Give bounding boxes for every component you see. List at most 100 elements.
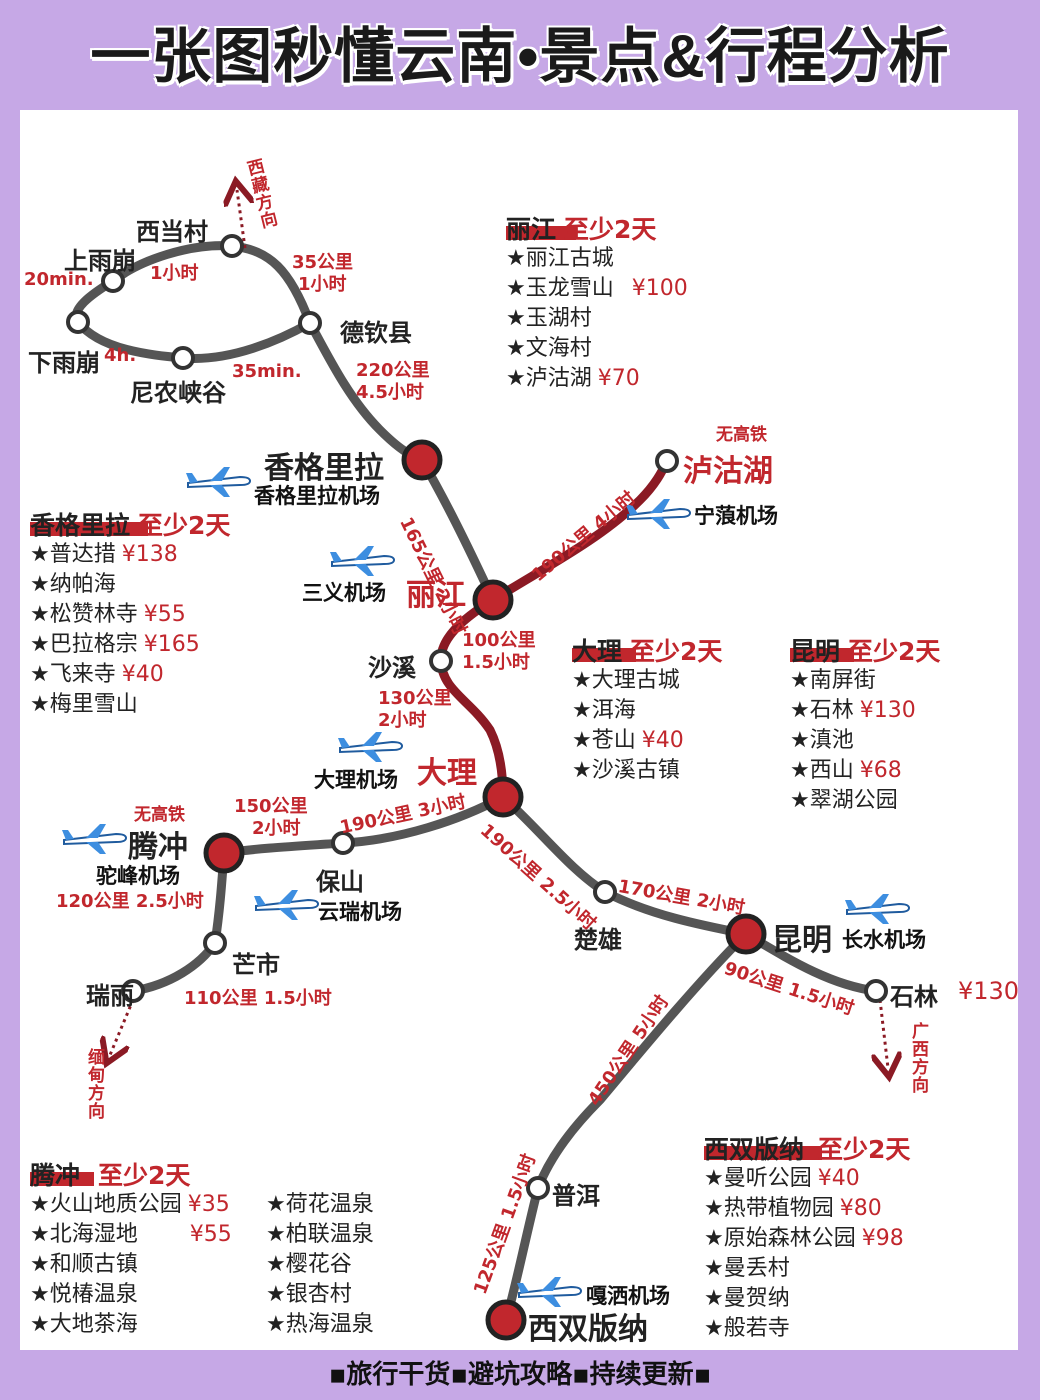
node-chuxiong [593, 880, 617, 904]
label-xidangcun: 西当村 [136, 218, 208, 246]
arrow-to-tibet [237, 190, 245, 249]
node-banna [485, 1299, 527, 1341]
list-item: ★热带植物园¥80 [704, 1196, 882, 1221]
list-item: ★北海湿地¥55 [30, 1222, 232, 1247]
list-item: ★苍山¥40 [572, 728, 684, 753]
node-dali [482, 776, 524, 818]
card-header: 大理至少2天 [572, 632, 722, 666]
list-item: ★飞来寺¥40 [30, 662, 164, 687]
label-deqin: 德钦县 [340, 319, 412, 347]
list-item: ★西山¥68 [790, 758, 902, 783]
list-item: ★石林¥130 [790, 698, 916, 723]
dist-lijiang-shaxi-time: 1.5小时 [462, 652, 530, 673]
label-kunming: 昆明 [772, 923, 832, 958]
card-city: 西双版纳 [704, 1135, 805, 1164]
label-luguhu: 泸沽湖 [683, 454, 773, 489]
airport-gasa: 嘎洒机场 [586, 1284, 670, 1308]
title-sub: 景点&行程分析 [539, 23, 950, 90]
node-xiayubeng [66, 310, 90, 334]
list-item: ★原始森林公园¥98 [704, 1226, 904, 1251]
list-item: ★曼听公园¥40 [704, 1166, 860, 1191]
card-banna: 西双版纳至少2天 ★曼听公园¥40 ★热带植物园¥80 ★原始森林公园¥98 ★… [704, 1130, 910, 1344]
dist-ninong-deqin: 35min. [232, 361, 302, 382]
airport-changshui: 长水机场 [842, 928, 926, 952]
card-city: 大理 [572, 637, 623, 666]
airplane-icon [254, 890, 320, 920]
dist-tengchong-mangshi: 120公里 2.5小时 [56, 891, 204, 912]
dist-deqin-shangrila-time: 4.5小时 [356, 382, 424, 403]
card-city: 腾冲 [30, 1161, 81, 1190]
label-lijiang: 丽江 [406, 578, 466, 613]
list-item: ★和顺古镇 [30, 1252, 138, 1277]
list-item: ★柏联温泉 [266, 1222, 374, 1247]
card-min-days: 至少2天 [138, 511, 231, 540]
page-title: 一张图秒懂云南•景点&行程分析 [0, 8, 1040, 95]
list-item: ★大地茶海 [30, 1312, 138, 1337]
route-lijiang-dali [436, 596, 508, 798]
node-shangrila [401, 439, 443, 481]
dist-shaxi-dali-km: 130公里 [378, 688, 452, 709]
airport-dali: 大理机场 [314, 768, 398, 792]
list-item: ★洱海 [572, 698, 636, 723]
note-tengchong-no-hsr: 无高铁 [134, 805, 185, 825]
title-main: 一张图秒懂云南 [90, 23, 518, 90]
node-puer [526, 1176, 550, 1200]
list-item: ★玉龙雪山¥100 [506, 276, 688, 301]
header-bar [506, 226, 576, 240]
list-item: ★丽江古城 [506, 246, 614, 271]
list-item: ★滇池 [790, 728, 854, 753]
dist-xidang-yubeng: 1小时 [150, 263, 199, 284]
list-item: ★般若寺 [704, 1316, 790, 1341]
card-dali: 大理至少2天 ★大理古城 ★洱海 ★苍山¥40 ★沙溪古镇 [572, 632, 722, 786]
list-item: ★悦椿温泉 [30, 1282, 138, 1307]
list-item: ★樱花谷 [266, 1252, 352, 1277]
arrow-to-guangxi [880, 999, 888, 1068]
route-kunming-banna [501, 930, 750, 1322]
label-chuxiong: 楚雄 [574, 926, 622, 954]
dist-tengchong-baoshan-time: 2小时 [252, 818, 301, 839]
list-item: ★巴拉格宗¥165 [30, 632, 200, 657]
list-item: ★玉湖村 [506, 306, 592, 331]
airplane-icon [186, 467, 252, 497]
list-item: ★纳帕海 [30, 572, 116, 597]
dist-lijiang-shaxi-km: 100公里 [462, 630, 536, 651]
route-lijiang-luguhu [490, 459, 672, 604]
card-header: 丽江至少2天 [506, 210, 688, 244]
card-min-days: 至少2天 [848, 637, 941, 666]
airport-sanyi: 三义机场 [302, 581, 386, 605]
dist-mangshi-ruili: 110公里 1.5小时 [184, 988, 332, 1009]
label-shilin-price: ¥130 [958, 977, 1020, 1005]
airport-tuofeng: 驼峰机场 [96, 864, 180, 888]
arrow-to-myanmar [110, 999, 135, 1055]
card-column-right: ★荷花温泉 ★柏联温泉 ★樱花谷 ★银杏村 ★热海温泉 [266, 1190, 374, 1340]
list-item: ★松赞林寺¥55 [30, 602, 186, 627]
card-min-days: 至少2天 [818, 1135, 911, 1164]
card-shangrila: 香格里拉至少2天 ★普达措¥138 ★纳帕海 ★松赞林寺¥55 ★巴拉格宗¥16… [30, 506, 230, 720]
list-item: ★热海温泉 [266, 1312, 374, 1337]
map-panel [20, 110, 1018, 1350]
card-header: 西双版纳至少2天 [704, 1130, 910, 1164]
card-min-days: 至少2天 [630, 637, 723, 666]
label-banna: 西双版纳 [528, 1312, 648, 1347]
dist-xiayubeng-ninong: 4h. [104, 345, 137, 366]
node-luguhu [655, 449, 679, 473]
list-item: ★银杏村 [266, 1282, 352, 1307]
card-city: 香格里拉 [30, 511, 131, 540]
list-item: ★文海村 [506, 336, 592, 361]
airport-ninglang: 宁蒗机场 [694, 504, 778, 528]
dist-deqin-xidang-km: 35公里 [292, 252, 354, 273]
list-item: ★大理古城 [572, 668, 680, 693]
list-item: ★沙溪古镇 [572, 758, 680, 783]
header-bar [790, 648, 854, 662]
dist-tengchong-baoshan-km: 150公里 [234, 796, 308, 817]
node-xidangcun [220, 234, 244, 258]
node-kunming [725, 913, 767, 955]
list-item: ★曼丢村 [704, 1256, 790, 1281]
node-ruili [121, 979, 145, 1003]
footer-tagline: ▪旅行干货▪避坑攻略▪持续更新▪ [328, 1360, 712, 1390]
airplane-icon [62, 824, 128, 854]
list-item: ★火山地质公园¥35 [30, 1192, 230, 1217]
node-baoshan [331, 831, 355, 855]
node-lijiang [472, 579, 514, 621]
